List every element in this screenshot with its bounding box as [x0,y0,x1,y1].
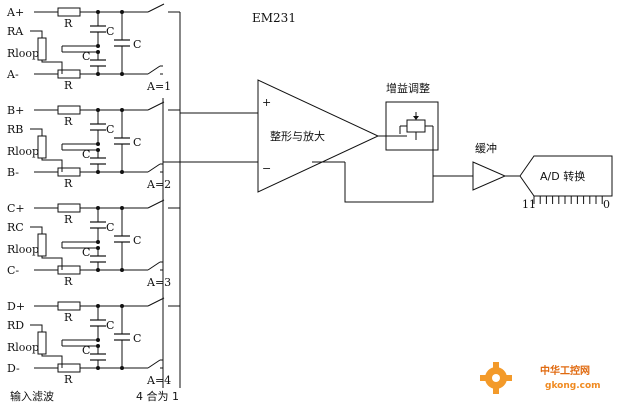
channel-sense-label: RB [7,123,23,136]
watermark-text: 中华工控网 [540,364,590,377]
channel-select-label: A=1 [146,80,171,93]
gain-label: 增益调整 [386,81,430,95]
feedback-path [312,126,434,203]
buffer-label: 缓冲 [475,141,497,155]
adc-block [519,155,613,197]
amp-plus-sign: + [262,96,271,109]
channel-sense-label: RC [7,221,24,234]
channel-select-label: A=2 [146,178,171,191]
resistor-label: R [64,275,73,288]
channel-pos-label: A+ [6,6,24,19]
filter-caption: 输入滤波 [10,389,54,403]
resistor [57,301,81,311]
potentiometer [406,119,426,133]
channel-select-label: A=4 [146,374,171,387]
channel-select-label: A=3 [146,276,171,289]
resistor [57,105,81,115]
input-channels: A+RARloopA-A=1RRCCCB+RBRloopB-A=2RRCCCC+… [6,3,180,387]
rloop-label: Rloop [7,47,39,60]
capacitor-label: C [82,344,90,357]
adc-output-bits [533,196,603,204]
capacitor-label: C [106,319,114,332]
bus-to-amplifier [163,112,258,163]
resistor [57,265,81,275]
buffer: 缓冲 [433,141,520,191]
channel-pos-label: B+ [7,104,24,117]
capacitor-label: C [133,38,141,51]
watermark-url: gkong.com [545,381,601,391]
capacitor-label: C [82,148,90,161]
resistor [57,69,81,79]
rloop-resistor [37,331,47,355]
capacitor-label: C [133,234,141,247]
rloop-label: Rloop [7,145,39,158]
resistor-label: R [64,79,73,92]
channel-neg-label: C- [7,264,19,277]
resistor-label: R [64,213,73,226]
adc: A/D 转换 11 0 [519,155,613,211]
amplifier: + − 整形与放大 [257,79,380,193]
capacitor-label: C [82,50,90,63]
resistor-label: R [64,311,73,324]
adc-msb-label: 11 [522,198,536,211]
channel-neg-label: D- [7,362,20,375]
channel-sense-label: RD [7,319,24,332]
resistor [57,167,81,177]
rloop-label: Rloop [7,243,39,256]
resistor-label: R [64,115,73,128]
resistor [57,203,81,213]
diagram-title: EM231 [252,11,296,25]
capacitor-label: C [106,123,114,136]
amp-minus-sign: − [262,162,271,175]
adc-lsb-label: 0 [603,198,610,211]
channel-pos-label: C+ [7,202,25,215]
resistor-label: R [64,177,73,190]
mux-caption: 4 合为 1 [136,389,179,403]
gain-adjust: 增益调整 [378,81,439,151]
rloop-resistor [37,37,47,61]
resistor [57,363,81,373]
resistor-label: R [64,17,73,30]
channel-neg-label: A- [6,68,19,81]
capacitor-label: C [106,25,114,38]
rloop-label: Rloop [7,341,39,354]
gear-icon [480,362,512,394]
resistor [57,7,81,17]
capacitor-label: C [133,136,141,149]
rloop-resistor [37,135,47,159]
capacitor-label: C [106,221,114,234]
resistor-label: R [64,373,73,386]
channel-neg-label: B- [7,166,19,179]
watermark: 中华工控网 gkong.com [480,362,601,394]
multiplexer-bus [162,12,181,388]
rloop-resistor [37,233,47,257]
channel-pos-label: D+ [7,300,25,313]
adc-label: A/D 转换 [540,169,585,183]
amplifier-label: 整形与放大 [270,129,325,143]
capacitor-label: C [133,332,141,345]
capacitor-label: C [82,246,90,259]
channel-sense-label: RA [7,25,24,38]
